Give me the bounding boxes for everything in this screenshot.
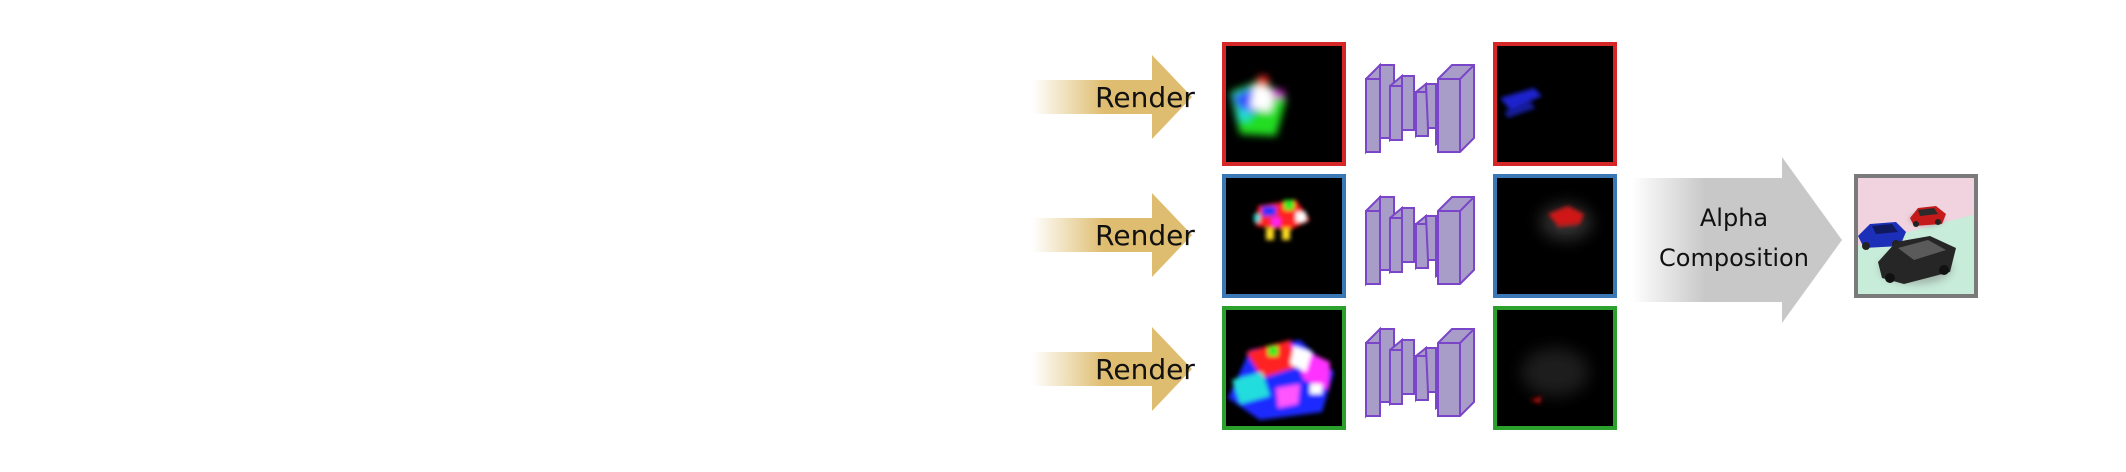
output-map-border-2 bbox=[1493, 174, 1617, 298]
feature-map-2 bbox=[1222, 174, 1346, 298]
row-1: Render bbox=[1032, 42, 1617, 166]
neural-network-2 bbox=[1365, 194, 1475, 287]
output-map-border-1 bbox=[1493, 42, 1617, 166]
output-map-border-3 bbox=[1493, 306, 1617, 430]
render-arrow-1: Render bbox=[1032, 55, 1195, 139]
composited-result-image bbox=[1854, 174, 1978, 298]
feature-map-border-3 bbox=[1222, 306, 1346, 430]
alpha-composition-arrow: Alpha Composition bbox=[1632, 157, 1842, 323]
red-car-icon bbox=[1909, 206, 1946, 227]
composition-label-line1: Alpha bbox=[1700, 204, 1768, 232]
render-arrow-2: Render bbox=[1032, 193, 1195, 277]
render-label-2: Render bbox=[1095, 219, 1195, 252]
feature-map-1 bbox=[1222, 42, 1346, 166]
render-label-1: Render bbox=[1095, 81, 1195, 114]
feature-map-border-2 bbox=[1222, 174, 1346, 298]
neural-network-1 bbox=[1365, 62, 1475, 155]
feature-map-border-1 bbox=[1222, 42, 1346, 166]
output-map-3 bbox=[1493, 306, 1617, 430]
composition-label-line2: Composition bbox=[1659, 244, 1809, 272]
output-map-2 bbox=[1493, 174, 1617, 298]
neural-network-3 bbox=[1365, 326, 1475, 419]
black-car-icon bbox=[1878, 236, 1956, 284]
feature-map-3 bbox=[1222, 306, 1346, 430]
output-map-1 bbox=[1493, 42, 1617, 166]
row-2: Render bbox=[1032, 174, 1617, 298]
row-3: Render bbox=[1032, 306, 1617, 430]
render-label-3: Render bbox=[1095, 353, 1195, 386]
result-image-border bbox=[1854, 174, 1978, 298]
render-arrow-3: Render bbox=[1032, 327, 1195, 411]
